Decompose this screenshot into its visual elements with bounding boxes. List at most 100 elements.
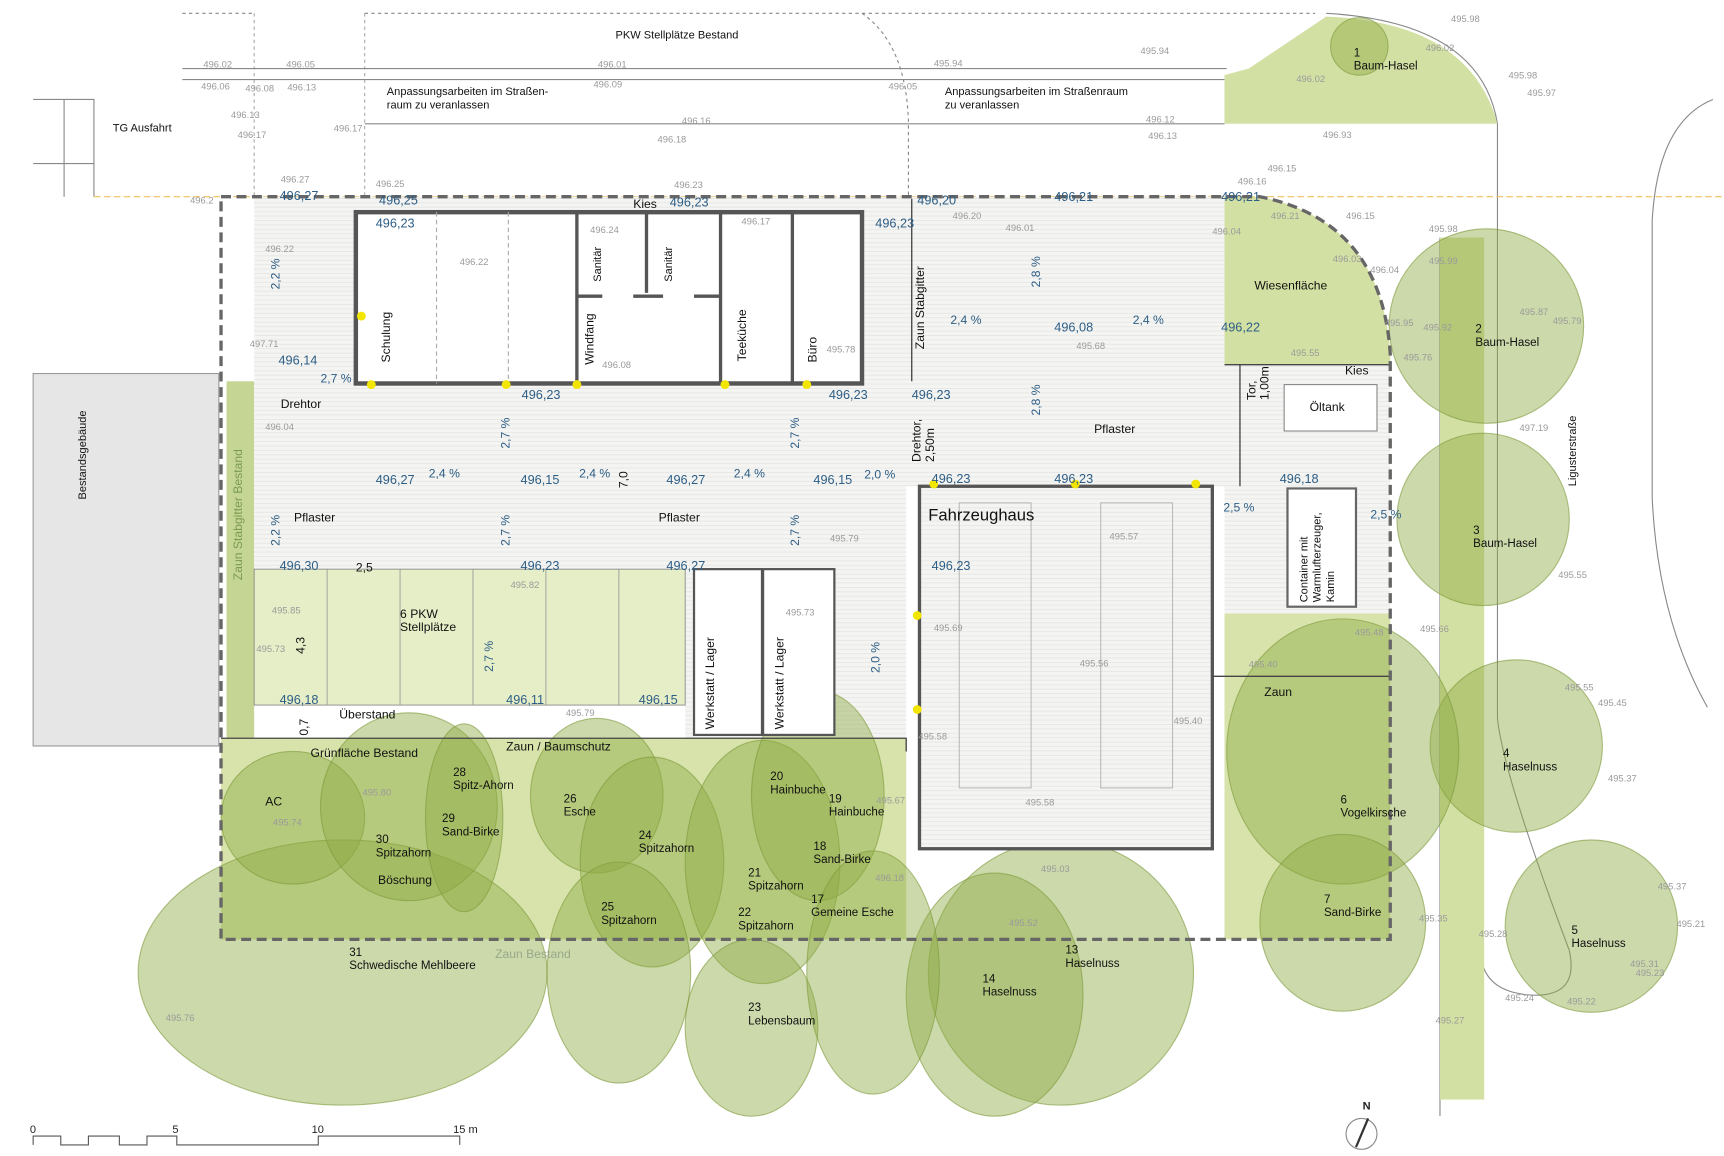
design-height: 496,27 [666,560,706,574]
tree-canopies [137,17,1679,1117]
green-top-right [1224,16,1498,124]
tree-number: 6 [1340,793,1347,807]
spot-height: 496.22 [265,243,294,255]
spot-height: 496.04 [1212,225,1242,237]
spot-height: 496.08 [245,82,275,94]
spot-height: 495.95 [1384,317,1414,329]
spot-height: 495.94 [933,57,963,69]
slope-label: 2,4 % [950,313,982,328]
slope-label: 2,4 % [428,467,460,481]
spot-height: 496.08 [602,359,632,371]
tree-canopy [424,723,504,913]
spot-height: 496.15 [1267,162,1297,174]
label-pkw-bestand: PKW Stellplätze Bestand [615,29,739,42]
spot-height: 496.15 [1346,209,1375,222]
spot-height: 495.27 [1435,1014,1465,1026]
design-height: 496,23 [520,560,560,574]
design-height: 496,11 [506,694,545,708]
label-zaun: Zaun [1264,686,1292,700]
oil-tank [1283,384,1378,432]
design-height: 496,25 [379,194,418,208]
spot-height: 496.16 [681,114,711,126]
spot-height: 495.21 [1676,918,1706,930]
design-height: 496,20 [917,194,957,208]
green-strip-street [1439,237,1485,1100]
tree-species: Haselnuss [1065,957,1120,971]
design-height: 496,23 [931,472,971,487]
spot-height: 495.37 [1607,772,1637,784]
tree-species: Spitzahorn [638,842,695,856]
spot-height: 496.13 [1148,130,1177,142]
tree-species: Lebensbaum [748,1014,816,1028]
spot-height: 495.35 [1418,912,1448,924]
label-boeschung: Böschung [377,874,433,888]
fences [221,198,1391,752]
tree-species: Esche [563,805,596,819]
design-height: 496,22 [1221,321,1261,335]
spot-height: 495.98 [1508,69,1538,81]
room-windfang: Windfang [583,313,597,365]
spot-height: 495.56 [1079,657,1109,669]
scale-tick-5: 5 [172,1123,179,1137]
tree-canopy [579,756,725,968]
spot-height: 495.52 [1008,917,1038,929]
tree-species: Vogelkirsche [1340,806,1407,821]
tree-number: 23 [748,1001,762,1015]
spot-height: 496.2 [190,194,214,206]
spot-height: 495.28 [1478,928,1508,940]
spot-height: 495.87 [1519,306,1549,318]
label-ligusterstrasse: Ligusterstraße [1567,415,1580,487]
tree-canopy [806,850,940,1095]
label-zaun-stabgitter-bestand: Zaun Stabgitter Bestand [232,449,246,581]
design-height: 496,14 [278,354,318,369]
slope-label: 2,8 % [1029,384,1044,416]
spot-height: 495.48 [1354,626,1384,638]
design-height: 496,15 [520,474,560,488]
spot-height: 495.66 [1420,623,1449,635]
spot-height: 495.98 [1451,13,1480,25]
design-height: 496,23 [1054,472,1094,487]
room-container: Container mit Warmlufterzeuger, Kamin [1298,512,1338,603]
spot-height: 496.02 [203,58,233,70]
tree-number: 31 [349,945,363,960]
slope-label: 2,7 % [499,417,513,449]
label-drehtor: Drehtor [280,397,322,412]
parking-area [253,568,686,706]
tree-species: Haselnuss [1502,760,1558,774]
slope-label: 2,8 % [1029,256,1044,288]
spot-height: 496.13 [287,81,317,93]
green-east [1224,613,1391,940]
room-teekueche: Teeküche [736,309,750,362]
design-height: 496,08 [1054,321,1094,335]
label-drehtor-250: Drehtor, 2,50m [910,418,938,462]
spot-height: 496.17 [333,122,363,134]
spot-height: 495.79 [565,707,595,719]
tree-species: Sand-Birke [813,853,871,867]
label-kies-right: Kies [1344,364,1369,378]
spot-height: 496.18 [875,871,904,883]
design-height: 496,27 [375,474,415,488]
tree-species: Gemeine Esche [811,906,894,920]
tree-species: Hainbuche [770,783,826,797]
slope-label: 2,7 % [499,514,513,546]
spot-height: 497.71 [249,338,279,350]
slope-label: 2,5 % [1370,508,1402,522]
spot-height: 495.80 [362,786,392,798]
spot-height: 496.18 [657,133,687,145]
spot-height: 495.74 [272,816,302,828]
green-south [221,738,907,940]
spot-height: 495.40 [1173,715,1203,727]
north-arrow-icon [1345,1117,1378,1150]
design-height: 496,21 [1221,191,1261,205]
spot-height: 496.02 [1296,72,1326,84]
spot-height: 495.67 [876,794,906,806]
spot-height: 495.68 [1076,340,1106,352]
tree-number: 3 [1473,523,1480,538]
tree-species: Baum-Hasel [1353,59,1418,73]
room-werkstatt-1: Werkstatt / Lager [703,637,718,730]
